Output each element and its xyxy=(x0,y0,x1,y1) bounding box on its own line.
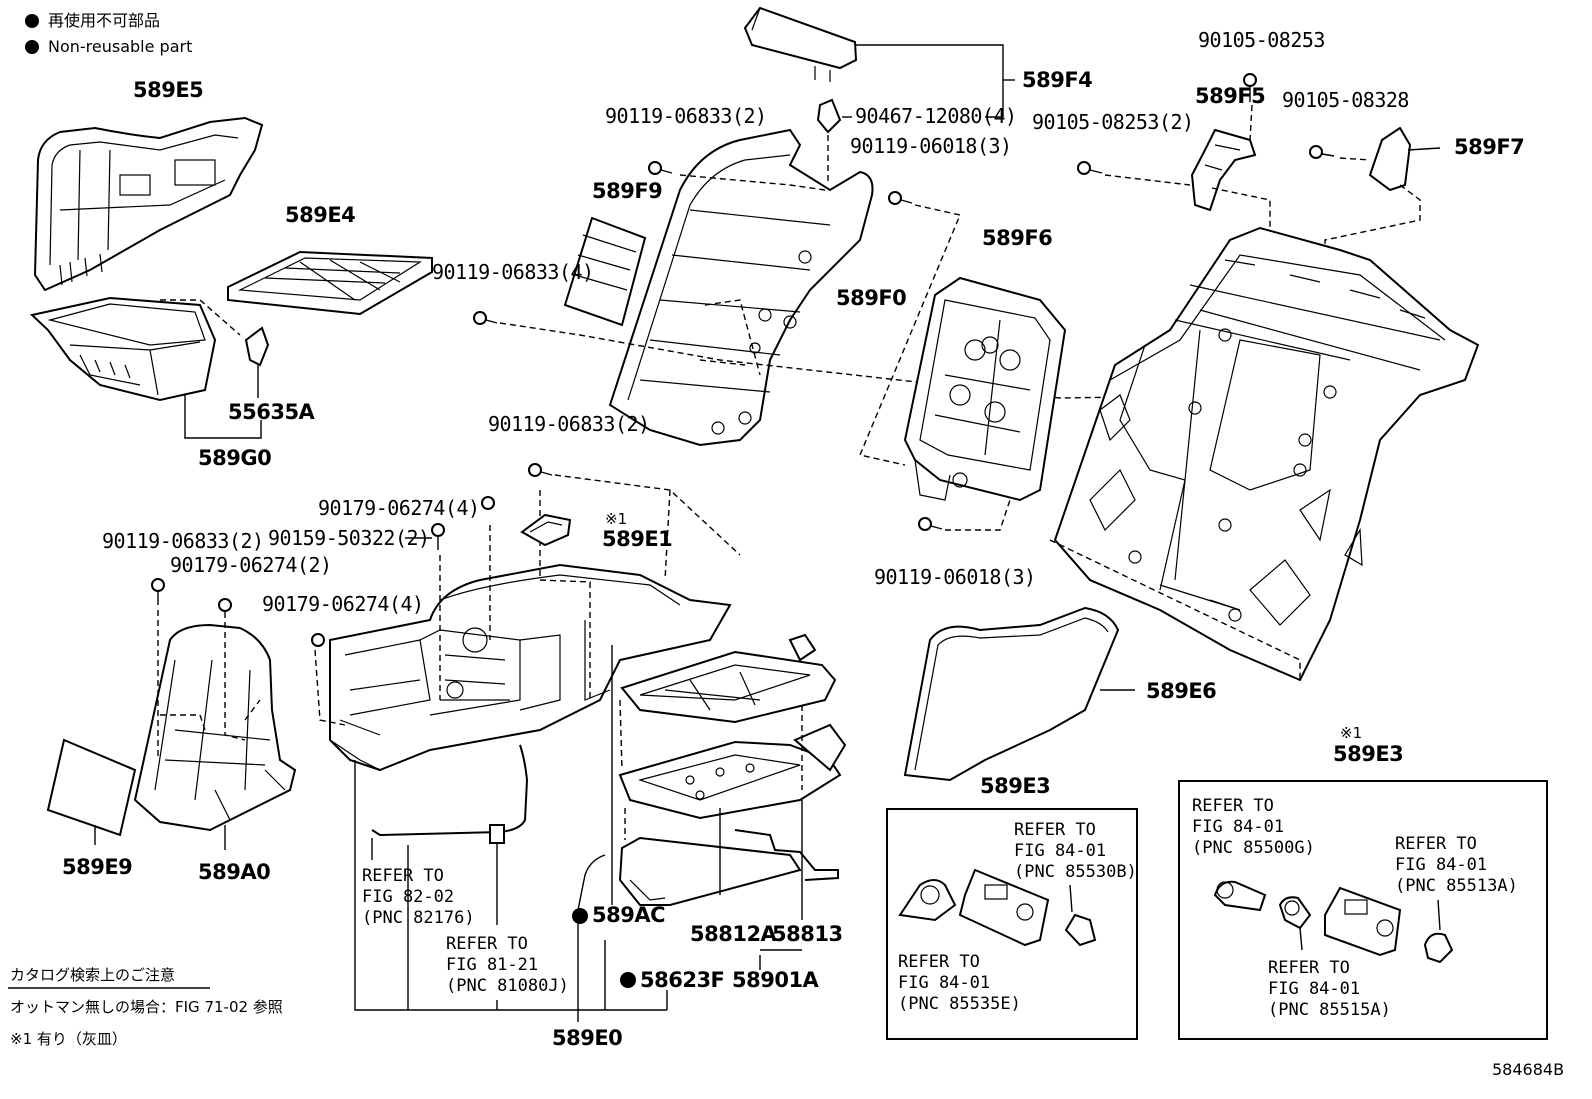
nut-90179-b xyxy=(218,598,232,612)
label-h5[interactable]: 90119-06833(2) xyxy=(488,412,650,436)
part-58812A-drawing xyxy=(620,633,837,724)
part-589F4-drawing xyxy=(743,6,858,82)
label-589E1[interactable]: 589E1 xyxy=(602,527,673,551)
mark-ashtray-2: ※1 xyxy=(1340,724,1363,742)
label-h6[interactable]: 90179-06274(4) xyxy=(318,496,480,520)
ref-81080J[interactable]: REFER TO FIG 81-21 (PNC 81080J) xyxy=(446,934,569,996)
legend-jp: 再使用不可部品 xyxy=(48,11,161,30)
nut-90179-a xyxy=(481,496,495,510)
legend-en: Non-reusable part xyxy=(48,37,193,56)
label-58623F[interactable]: 58623F xyxy=(640,968,725,992)
box1-parts-drawing xyxy=(898,868,1097,947)
connector-81080J xyxy=(489,824,505,844)
part-589F5-drawing xyxy=(1190,73,1257,212)
label-h3[interactable]: 90119-06018(3) xyxy=(850,134,1012,158)
part-589F0-drawing xyxy=(608,128,874,447)
label-589G0[interactable]: 589G0 xyxy=(198,446,272,470)
label-55635A[interactable]: 55635A xyxy=(228,400,315,424)
part-589A0-drawing xyxy=(133,623,297,832)
label-589AC[interactable]: 589AC xyxy=(592,903,666,927)
label-589E0[interactable]: 589E0 xyxy=(552,1026,623,1050)
label-589E4[interactable]: 589E4 xyxy=(285,203,356,227)
clip-90467-drawing xyxy=(816,98,842,134)
note-line1: オットマン無しの場合：FIG 71-02 参照 xyxy=(10,998,283,1016)
label-h10[interactable]: 90179-06274(4) xyxy=(262,592,424,616)
ref-82176[interactable]: REFER TO FIG 82-02 (PNC 82176) xyxy=(362,866,475,928)
part-589F7-drawing xyxy=(1368,126,1412,192)
mark-ashtray-1: ※1 xyxy=(605,510,628,528)
label-589F4[interactable]: 589F4 xyxy=(1022,68,1093,92)
label-589E5[interactable]: 589E5 xyxy=(133,78,204,102)
label-589E3-right[interactable]: 589E3 xyxy=(1333,742,1404,766)
ref-85500G[interactable]: REFER TO FIG 84-01 (PNC 85500G) xyxy=(1192,796,1315,858)
part-58901A-drawing xyxy=(618,836,802,906)
part-589F9-drawing xyxy=(563,216,647,327)
part-589E5-drawing xyxy=(33,116,264,292)
label-58812A[interactable]: 58812A xyxy=(690,922,777,946)
ref-85513A[interactable]: REFER TO FIG 84-01 (PNC 85513A) xyxy=(1395,834,1518,896)
screw-90159 xyxy=(431,523,445,537)
label-589F0[interactable]: 589F0 xyxy=(836,286,907,310)
label-589F7[interactable]: 589F7 xyxy=(1454,135,1525,159)
box-589E3-left xyxy=(886,808,1138,1040)
part-589E9-drawing xyxy=(46,738,137,837)
label-589E3-left[interactable]: 589E3 xyxy=(980,774,1051,798)
part-58623F-drawing xyxy=(734,829,839,881)
label-589A0[interactable]: 589A0 xyxy=(198,860,271,884)
label-h1[interactable]: 90119-06833(2) xyxy=(605,104,767,128)
label-h4[interactable]: 90119-06833(4) xyxy=(432,260,594,284)
ref-85530B[interactable]: REFER TO FIG 84-01 (PNC 85530B) xyxy=(1014,820,1137,882)
legend-dot-2 xyxy=(25,40,39,54)
figure-id: 584684B xyxy=(1492,1060,1565,1079)
label-h2[interactable]: 90467-12080(4) xyxy=(855,104,1017,128)
screw-drawings xyxy=(473,161,943,531)
legend-dot-1 xyxy=(25,14,39,28)
label-h12[interactable]: 90105-08253 xyxy=(1198,28,1325,52)
part-589E4-drawing xyxy=(227,250,433,316)
label-h7[interactable]: 90159-50322(2) xyxy=(268,526,430,550)
label-h8[interactable]: 90119-06833(2) xyxy=(102,529,264,553)
note-title: カタログ検索上のご注意 xyxy=(10,966,176,984)
label-589E9[interactable]: 589E9 xyxy=(62,855,133,879)
label-589F9[interactable]: 589F9 xyxy=(592,179,663,203)
part-55635A-drawing xyxy=(244,326,270,367)
label-58813[interactable]: 58813 xyxy=(772,922,843,946)
note-line2: ※1 有り（灰皿） xyxy=(10,1030,127,1048)
part-589F6-drawing xyxy=(903,276,1067,502)
box-589E3-right xyxy=(1178,780,1548,1040)
nonreusable-dot-589AC xyxy=(572,908,588,924)
part-rear-panel-drawing xyxy=(1053,226,1480,682)
part-589G0-drawing xyxy=(29,296,217,402)
label-h14[interactable]: 90105-08328 xyxy=(1282,88,1409,112)
label-h9[interactable]: 90179-06274(2) xyxy=(170,553,332,577)
label-589F5[interactable]: 589F5 xyxy=(1195,84,1266,108)
part-589E1-drawing xyxy=(520,513,572,547)
label-58901A[interactable]: 58901A xyxy=(732,968,819,992)
label-h11[interactable]: 90119-06018(3) xyxy=(874,565,1036,589)
label-589E6[interactable]: 589E6 xyxy=(1146,679,1217,703)
part-58813-drawing xyxy=(618,723,847,820)
part-589E0-drawing xyxy=(329,563,732,772)
box2-parts-drawing xyxy=(1213,880,1454,964)
nonreusable-dot-58623F xyxy=(620,972,636,988)
label-589F6[interactable]: 589F6 xyxy=(982,226,1053,250)
nut-90179-c xyxy=(311,633,325,647)
ref-85515A[interactable]: REFER TO FIG 84-01 (PNC 85515A) xyxy=(1268,958,1391,1020)
screw-90119-a xyxy=(151,578,165,592)
ref-85535E[interactable]: REFER TO FIG 84-01 (PNC 85535E) xyxy=(898,952,1021,1014)
label-h13[interactable]: 90105-08253(2) xyxy=(1032,110,1194,134)
part-589E6-drawing xyxy=(903,606,1120,782)
